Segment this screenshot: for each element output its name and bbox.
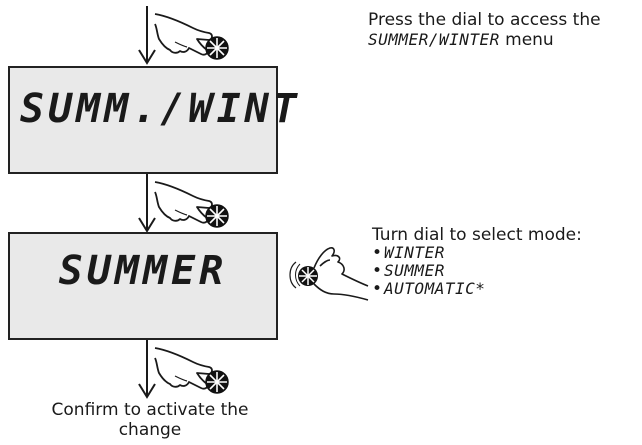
option-automatic: •AUTOMATIC*: [372, 279, 486, 299]
press-hand-icon: [136, 340, 248, 400]
step1-instruction: Press the dial to access the SUMMER/WINT…: [368, 10, 640, 50]
option-winter: •WINTER: [372, 243, 445, 263]
press-hand-icon: [136, 6, 248, 66]
step1-instruction-suffix: menu: [505, 30, 554, 50]
step3-instruction-line1: Confirm to activate the: [51, 400, 249, 420]
step2-instruction: Turn dial to select mode: •WINTER •SUMME…: [372, 226, 640, 298]
step3-instruction: Confirm to activate the change: [0, 400, 300, 440]
step3-instruction-line2: change: [118, 420, 182, 440]
press-hand-icon: [136, 174, 248, 234]
lcd-display-text: SUMM./WINT: [20, 86, 301, 132]
step2-instruction-title: Turn dial to select mode:: [372, 225, 582, 245]
lcd-display-summer: SUMMER: [8, 232, 278, 340]
lcd-display-summ-wint: SUMM./WINT: [8, 66, 301, 174]
lcd-display-text: SUMMER: [58, 248, 228, 294]
turn-dial-hand-icon: [289, 247, 369, 301]
step1-mode-label: SUMMER/WINTER: [368, 30, 500, 49]
option-summer: •SUMMER: [372, 261, 445, 281]
step1-instruction-line1: Press the dial to access the: [368, 10, 601, 30]
